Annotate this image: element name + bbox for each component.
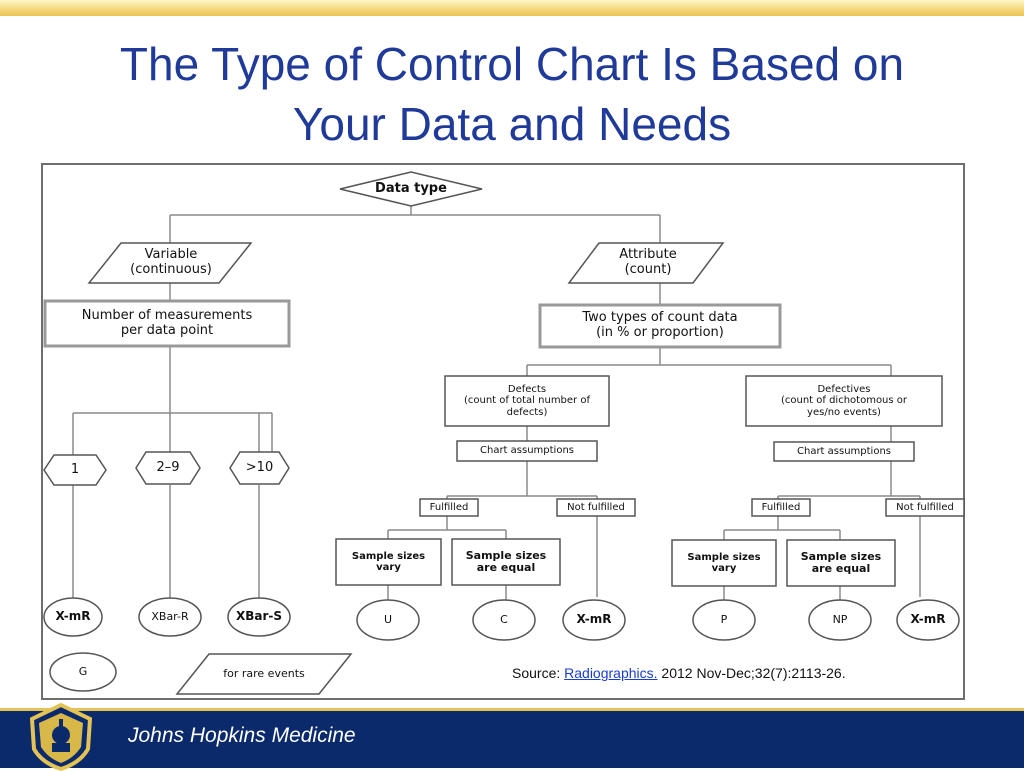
xbar-r-label: XBar-R — [151, 609, 189, 623]
measurements-label: Number of measurements per data point — [81, 307, 253, 338]
footer-org-name: Johns Hopkins Medicine — [128, 724, 356, 747]
hexagon-2-9 — [135, 451, 201, 485]
xbar-s-label: XBar-S — [235, 609, 283, 624]
data-type-diamond — [339, 171, 483, 207]
c-label: C — [500, 612, 508, 626]
sample-vary-left-box — [335, 538, 442, 586]
sample-vary-right-box — [671, 539, 777, 587]
c-node — [472, 599, 536, 641]
np-label: NP — [832, 612, 848, 626]
flowchart-graphics — [43, 171, 965, 695]
fulfilled-left-box — [419, 498, 479, 517]
defectives-label: Defectives (count of dichotomous or yes/… — [780, 384, 908, 418]
not-fulfilled-left-label: Not fulfilled — [567, 501, 625, 513]
slide-title: The Type of Control Chart Is Based on Yo… — [40, 34, 984, 154]
attribute-parallelogram — [567, 242, 725, 284]
source-prefix: Source: — [512, 665, 561, 681]
not-fulfilled-right-box — [885, 498, 965, 517]
fulfilled-right-box — [751, 498, 811, 517]
p-label: P — [720, 612, 728, 626]
g-node — [49, 652, 117, 692]
attribute-label: Attribute (count) — [619, 247, 677, 277]
fulfilled-left-label: Fulfilled — [429, 501, 469, 513]
chart-assumptions-left-label: Chart assumptions — [480, 445, 574, 457]
xmr-defectives-label: X-mR — [910, 612, 946, 627]
johns-hopkins-shield-icon — [29, 703, 93, 771]
hexagon-gt10-label: >10 — [245, 459, 274, 475]
variable-label: Variable (continuous) — [130, 247, 212, 277]
xmr-variable-node — [43, 597, 103, 637]
slide-title-line-2: Your Data and Needs — [292, 98, 732, 150]
slide-title-line-1: The Type of Control Chart Is Based on — [119, 38, 905, 90]
top-gold-band — [0, 0, 1024, 16]
xmr-defects-node — [562, 599, 626, 641]
p-node — [692, 599, 756, 641]
fulfilled-right-label: Fulfilled — [761, 501, 801, 513]
hexagon-1 — [43, 454, 107, 486]
sample-vary-right-label: Sample sizes vary — [687, 551, 761, 574]
source-citation: Source: Radiographics. 2012 Nov-Dec;32(7… — [512, 665, 962, 681]
u-label: U — [383, 612, 393, 626]
flowchart: Data type Variable (continuous) Attribut… — [41, 163, 965, 700]
chart-assumptions-right-label: Chart assumptions — [797, 445, 891, 457]
defectives-box — [745, 375, 943, 427]
variable-parallelogram — [87, 242, 253, 284]
not-fulfilled-left-box — [556, 498, 636, 517]
xmr-variable-label: X-mR — [55, 609, 91, 624]
g-label: G — [78, 664, 88, 678]
measurements-box — [43, 299, 291, 348]
footer-bar: Johns Hopkins Medicine — [0, 703, 1024, 771]
xmr-defects-label: X-mR — [576, 612, 612, 627]
data-type-label: Data type — [375, 180, 447, 196]
sample-equal-right-label: Sample sizes are equal — [800, 549, 882, 575]
xmr-defectives-node — [896, 599, 960, 641]
xbar-r-node — [138, 597, 202, 637]
chart-assumptions-left-box — [456, 440, 598, 462]
sample-vary-left-label: Sample sizes vary — [351, 550, 426, 573]
source-link[interactable]: Radiographics. — [564, 665, 658, 681]
chart-assumptions-right-box — [773, 441, 915, 462]
u-node — [356, 599, 420, 641]
rare-events-label: for rare events — [223, 666, 305, 680]
defects-box — [444, 375, 610, 427]
sample-equal-left-label: Sample sizes are equal — [465, 548, 547, 574]
not-fulfilled-right-label: Not fulfilled — [896, 501, 954, 513]
hexagon-1-label: 1 — [70, 461, 80, 477]
hexagon-gt10 — [229, 451, 290, 485]
defects-label: Defects (count of total number of defect… — [463, 384, 590, 418]
np-node — [808, 599, 872, 641]
sample-equal-right-box — [786, 539, 896, 587]
rare-events-parallelogram — [175, 653, 353, 695]
hexagon-2-9-label: 2–9 — [156, 459, 180, 475]
sample-equal-left-box — [451, 538, 561, 586]
xbar-s-node — [227, 597, 291, 637]
two-types-label: Two types of count data (in % or proport… — [582, 310, 738, 340]
two-types-box — [538, 303, 782, 349]
source-details: 2012 Nov-Dec;32(7):2113-26. — [661, 665, 846, 681]
node-shapes — [43, 171, 965, 695]
